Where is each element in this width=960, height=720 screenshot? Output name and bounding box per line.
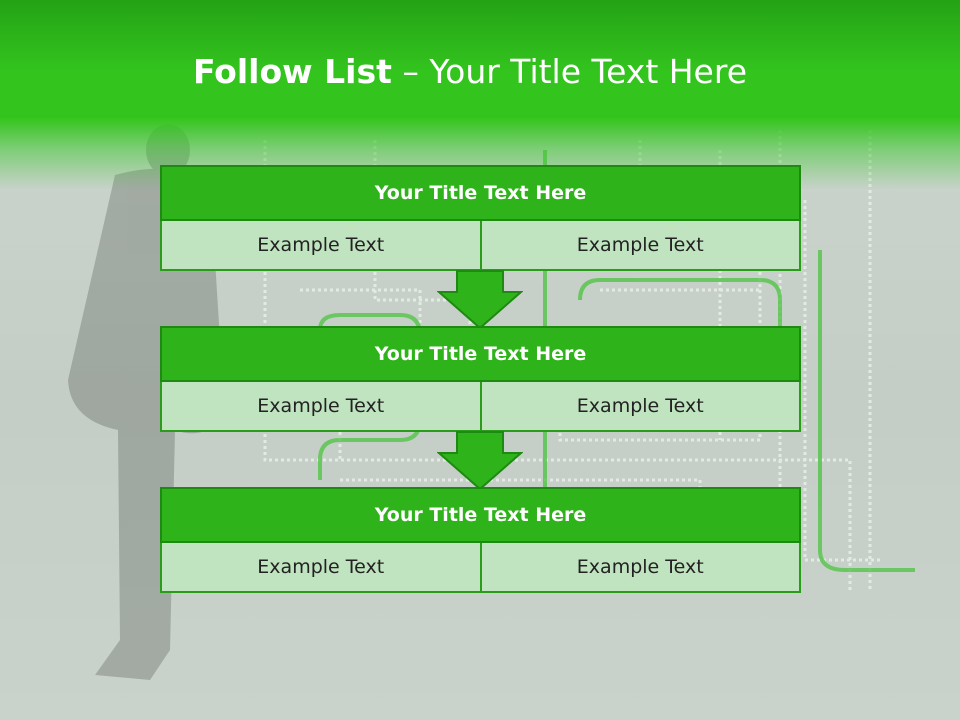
header-band (0, 0, 960, 190)
down-arrow-icon (437, 431, 523, 491)
step-block-1: Your Title Text Here Example Text Exampl… (160, 165, 801, 271)
step-cell-right-3: Example Text (479, 543, 801, 593)
step-cells-3: Example Text Example Text (160, 543, 801, 593)
step-title-1: Your Title Text Here (160, 165, 801, 221)
step-cells-1: Example Text Example Text (160, 221, 801, 271)
down-arrow-icon (437, 270, 523, 330)
step-cell-left-1: Example Text (160, 221, 482, 271)
step-cell-right-1: Example Text (479, 221, 801, 271)
slide-title-bold: Follow List (192, 52, 392, 91)
step-cells-2: Example Text Example Text (160, 382, 801, 432)
slide-title-rest: – Your Title Text Here (402, 52, 748, 91)
slide-title: Follow List – Your Title Text Here (0, 52, 940, 91)
step-block-3: Your Title Text Here Example Text Exampl… (160, 487, 801, 593)
step-block-2: Your Title Text Here Example Text Exampl… (160, 326, 801, 432)
step-title-2: Your Title Text Here (160, 326, 801, 382)
step-cell-left-3: Example Text (160, 543, 482, 593)
step-cell-left-2: Example Text (160, 382, 482, 432)
step-cell-right-2: Example Text (479, 382, 801, 432)
step-title-3: Your Title Text Here (160, 487, 801, 543)
